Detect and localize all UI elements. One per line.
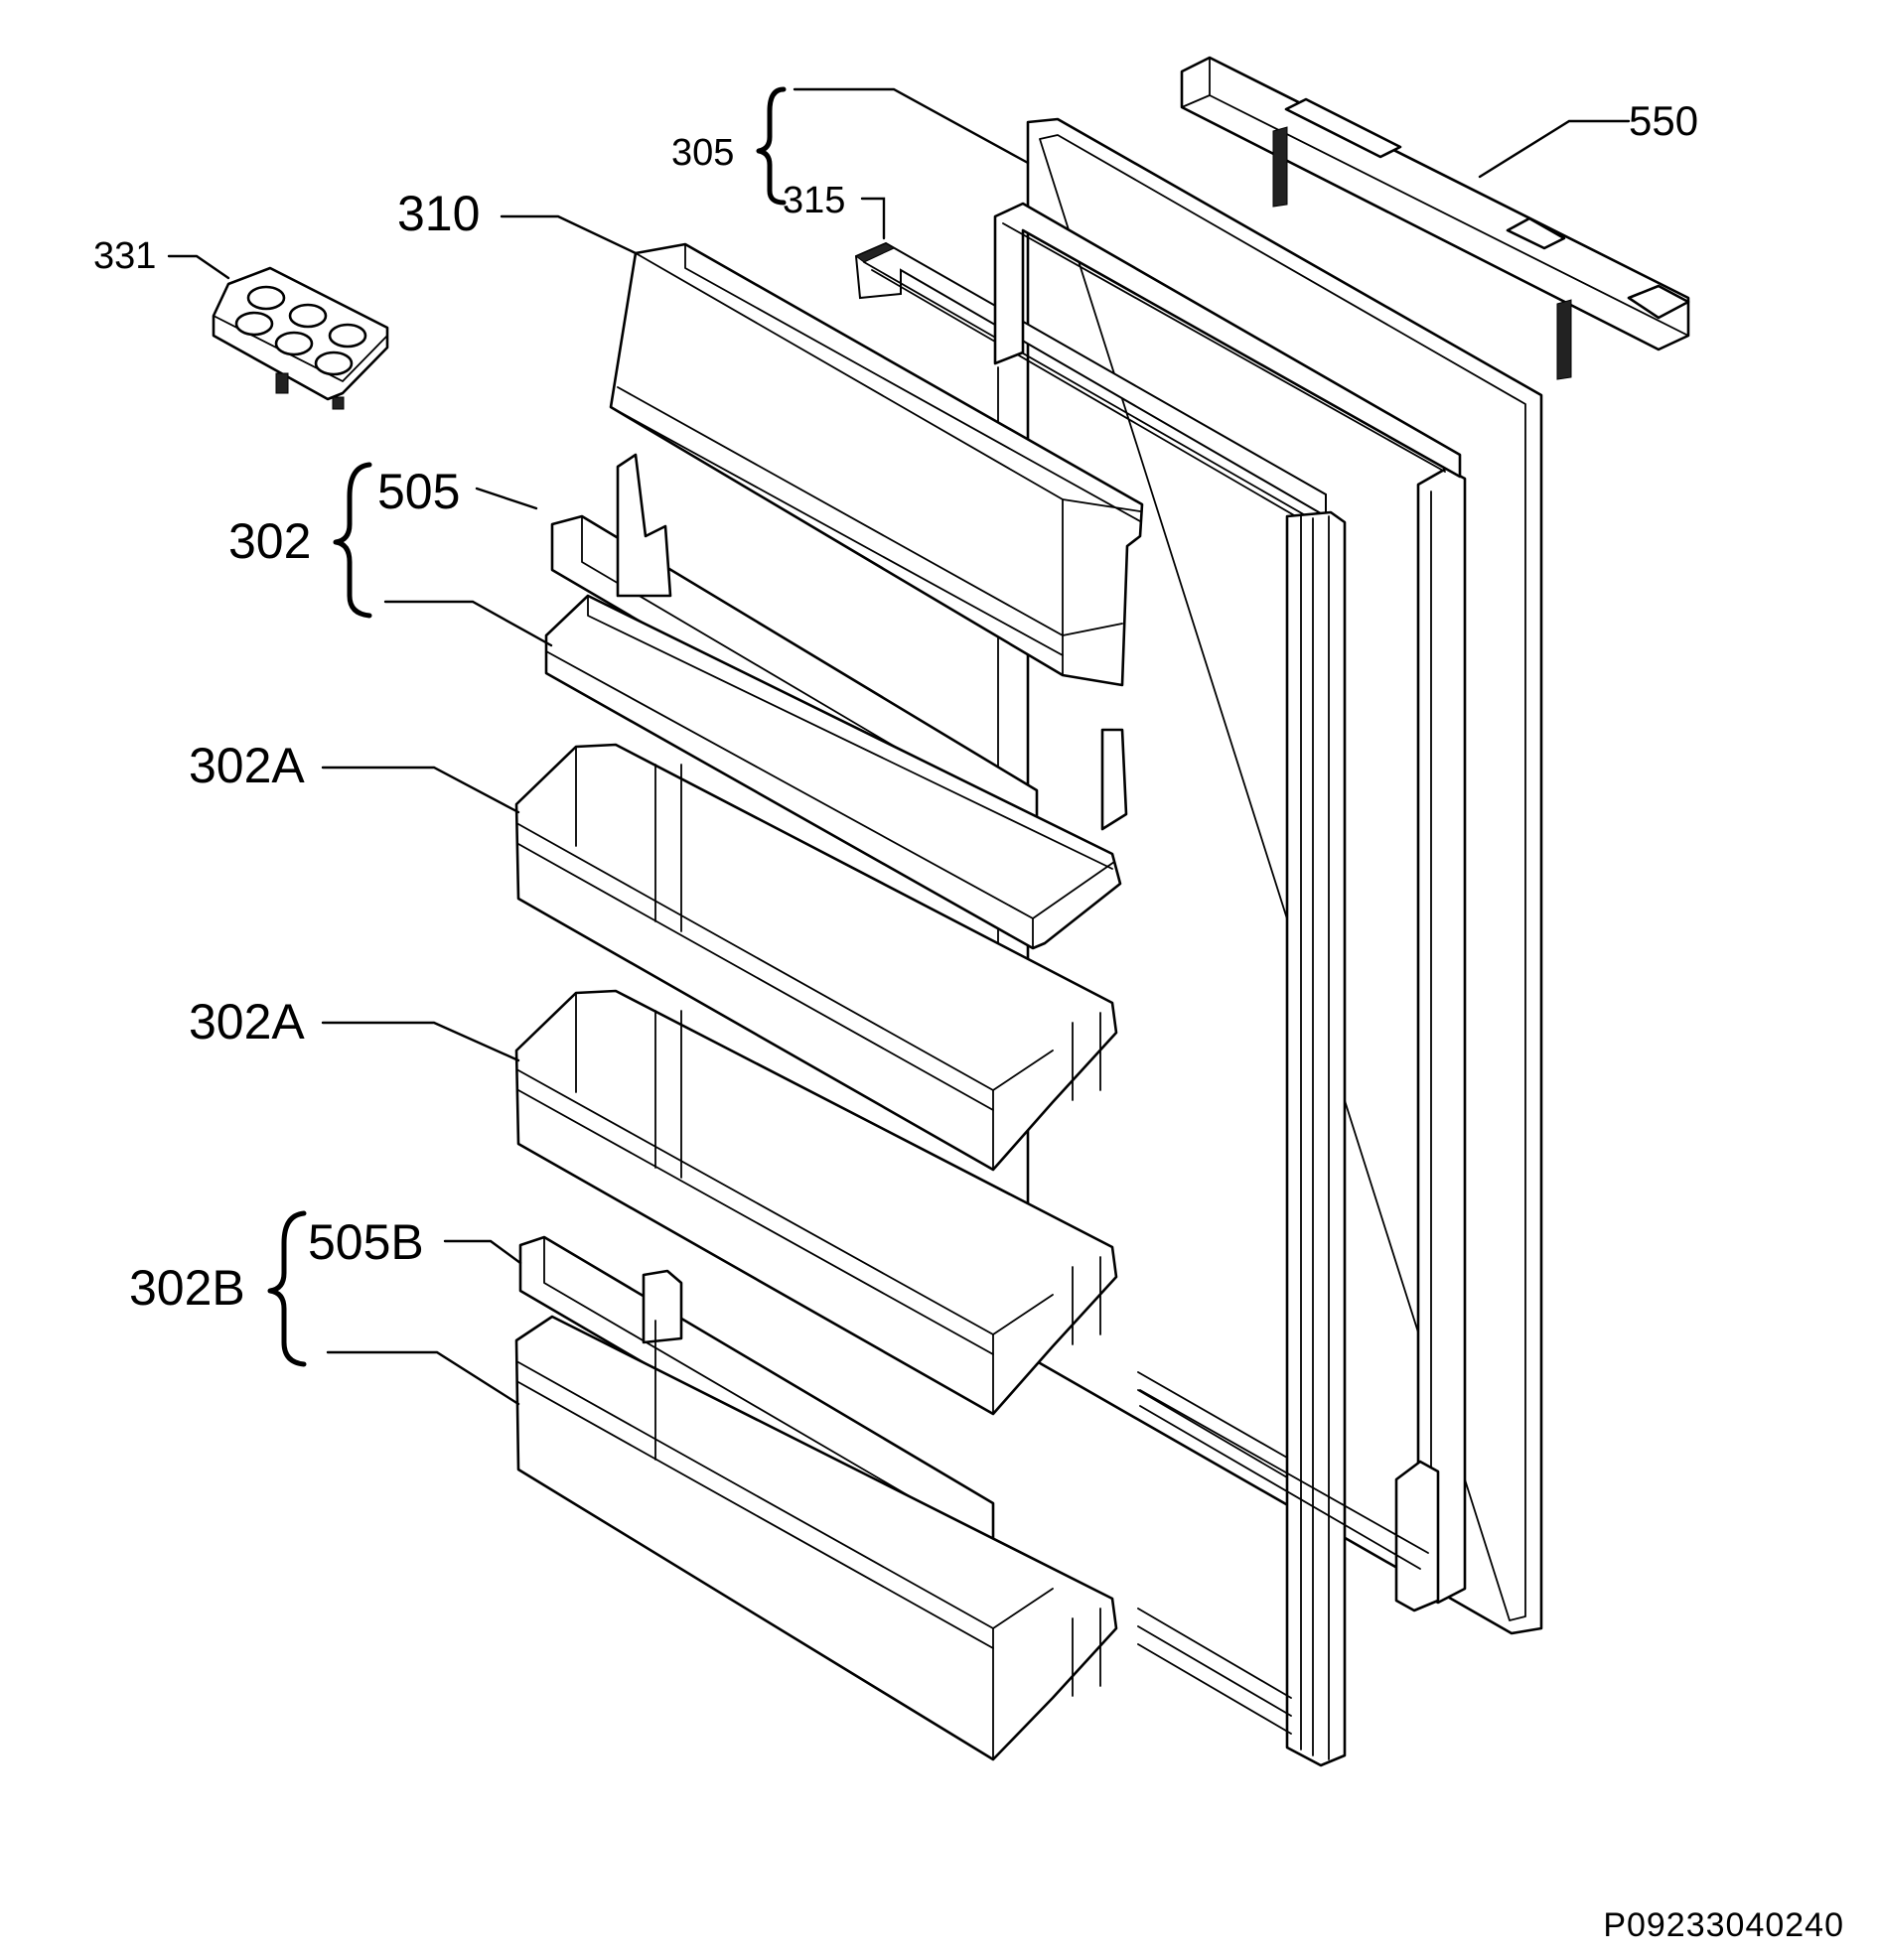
hinge-bar (1180, 56, 1690, 380)
dairy-shelf-cover (609, 242, 1144, 687)
door-panel (1026, 117, 1543, 1635)
label-505b: 505B (308, 1214, 424, 1270)
brace-302 (333, 462, 372, 619)
brackets (267, 86, 787, 1367)
label-305: 305 (671, 132, 734, 174)
label-302b: 302B (129, 1260, 245, 1316)
part-labels: 310 331 305 315 550 302 505 302A 302A 30… (93, 97, 1844, 1944)
label-505: 505 (377, 464, 460, 519)
drawing-code: P09233040240 (1603, 1906, 1844, 1944)
door-shelf-302a-1 (514, 743, 1118, 1172)
label-302a-2: 302A (189, 994, 305, 1050)
label-550: 550 (1629, 97, 1698, 144)
egg-tray (212, 266, 389, 410)
door-shelf-302a-2 (514, 989, 1118, 1416)
label-331: 331 (93, 235, 156, 277)
leader-lines (167, 87, 1631, 1406)
label-302: 302 (228, 513, 311, 569)
label-315: 315 (783, 180, 845, 221)
door-shelf-302 (544, 453, 1128, 950)
label-310: 310 (397, 186, 480, 241)
door-gasket (854, 241, 1347, 1767)
label-302a-1: 302A (189, 738, 305, 793)
door-shelf-302b (514, 1235, 1118, 1761)
brace-302b (267, 1210, 307, 1367)
brace-305 (756, 86, 787, 206)
